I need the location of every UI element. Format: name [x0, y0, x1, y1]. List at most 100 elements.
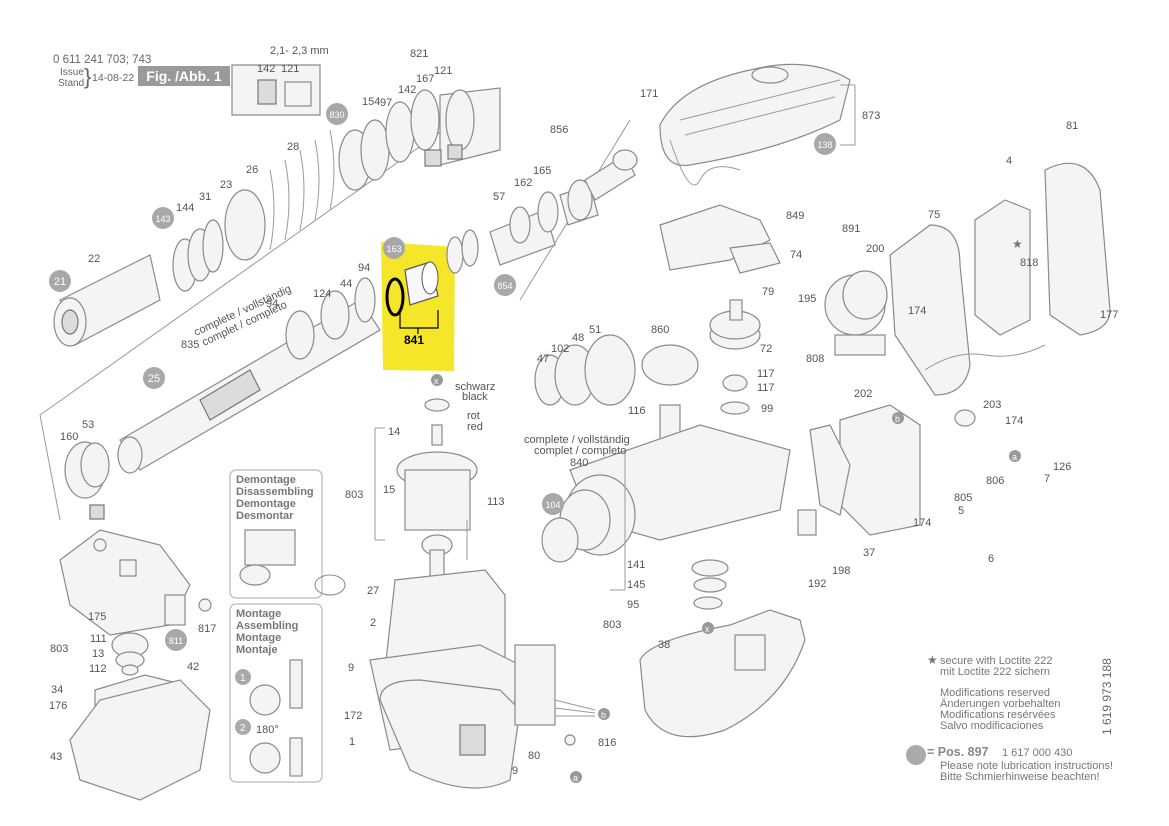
callout-195: 195 — [798, 293, 816, 305]
handle-assembly — [797, 162, 1111, 536]
callout-835: 835 — [181, 339, 199, 351]
svg-text:b: b — [601, 710, 606, 720]
svg-text:21: 21 — [54, 276, 66, 288]
callout-9a: 9 — [348, 662, 354, 674]
callout-95: 95 — [627, 599, 639, 611]
callout-72: 72 — [760, 343, 772, 355]
chuck-assembly — [39, 64, 501, 521]
callout-203: 203 — [983, 399, 1001, 411]
lube-text-en: Please note lubrication instructions! — [940, 760, 1114, 772]
montage-box: Montage Assembling Montage Montaje 1 2 1… — [229, 603, 323, 783]
callout-113: 113 — [487, 496, 505, 508]
callout-80: 80 — [528, 750, 540, 762]
callout-142b: 142 — [398, 84, 416, 96]
loctite-note-de: mit Loctite 222 sichern — [940, 666, 1051, 678]
loctite-star-marker: ★ — [1012, 237, 1023, 251]
circle-callout-104: 104 — [542, 493, 564, 515]
svg-text:x: x — [705, 624, 710, 634]
svg-text:Assembling: Assembling — [236, 620, 298, 632]
circle-callout-811: 811 — [165, 629, 187, 651]
highlight-area — [381, 242, 455, 371]
lube-circle-icon — [906, 745, 926, 765]
part-841 — [385, 261, 439, 334]
callout-849: 849 — [786, 210, 804, 222]
callout-176: 176 — [49, 700, 67, 712]
callout-38: 38 — [658, 639, 670, 651]
callout-124: 124 — [313, 288, 331, 300]
modifications-en: Modifications reserved — [940, 687, 1051, 699]
circle-callout-163: 163 — [383, 237, 405, 259]
callout-860: 860 — [651, 324, 669, 336]
callout-47: 47 — [537, 353, 549, 365]
label-complet-2: complet / completo — [534, 445, 626, 457]
issue-label: Issue — [60, 67, 84, 78]
marker-b-1: b — [892, 412, 904, 424]
svg-text:Demontage: Demontage — [236, 474, 296, 486]
callout-13: 13 — [92, 648, 104, 660]
svg-text:Montage: Montage — [236, 632, 281, 644]
callout-818: 818 — [1020, 257, 1038, 269]
label-complete-2: complete / vollständig — [524, 434, 630, 446]
svg-text:x: x — [434, 376, 439, 386]
callout-116: 116 — [628, 405, 646, 417]
callout-821: 821 — [410, 48, 428, 60]
svg-text:854: 854 — [497, 281, 512, 291]
callout-81: 81 — [1066, 120, 1078, 132]
callout-174b: 174 — [1005, 415, 1023, 427]
callout-51: 51 — [589, 324, 601, 336]
callout-1: 1 — [349, 736, 355, 748]
svg-text:143: 143 — [155, 214, 170, 224]
svg-text:2: 2 — [240, 723, 246, 734]
circle-callout-25: 25 — [143, 367, 165, 389]
callout-817: 817 — [198, 623, 216, 635]
marker-b-2: b — [598, 708, 610, 720]
callout-171: 171 — [640, 88, 658, 100]
callout-44: 44 — [340, 278, 352, 290]
piston-assembly — [446, 119, 638, 301]
svg-text:104: 104 — [545, 500, 560, 510]
brush-holder-assembly — [59, 529, 212, 801]
circle-callout-21: 21 — [49, 270, 71, 292]
callout-94b: 94 — [266, 298, 278, 310]
label-rot: rot — [467, 410, 480, 422]
modifications-de: Änderungen vorbehalten — [940, 698, 1061, 710]
callout-48: 48 — [572, 332, 584, 344]
callout-840: 840 — [570, 457, 588, 469]
svg-text:Demontage: Demontage — [236, 498, 296, 510]
callout-117a: 117 — [757, 368, 775, 380]
lube-text-de: Bitte Schmierhinweise beachten! — [940, 771, 1100, 783]
svg-text:138: 138 — [817, 140, 832, 150]
callout-5: 5 — [958, 505, 964, 517]
demontage-box: Demontage Disassembling Demontage Desmon… — [229, 469, 346, 599]
callout-74: 74 — [790, 249, 802, 261]
svg-text:1: 1 — [240, 673, 246, 684]
callout-112: 112 — [89, 663, 107, 675]
svg-text:25: 25 — [148, 373, 160, 385]
callout-174a: 174 — [908, 305, 926, 317]
gear-housing — [534, 204, 791, 610]
callout-198: 198 — [832, 565, 850, 577]
callout-53: 53 — [82, 419, 94, 431]
label-black: black — [462, 391, 488, 403]
callout-154: 154 — [362, 96, 380, 108]
callout-803b: 803 — [603, 619, 621, 631]
loctite-note-en: secure with Loctite 222 — [940, 655, 1053, 667]
document-number: 1 619 973 188 — [1100, 658, 1114, 735]
callout-34: 34 — [51, 684, 63, 696]
callout-27: 27 — [367, 585, 379, 597]
callout-126: 126 — [1053, 461, 1071, 473]
callout-2: 2 — [370, 617, 376, 629]
label-schwarz: schwarz — [455, 381, 495, 393]
switch — [514, 644, 596, 746]
callout-808: 808 — [806, 353, 824, 365]
callout-856: 856 — [550, 124, 568, 136]
callout-873: 873 — [862, 110, 880, 122]
callout-4: 4 — [1006, 155, 1012, 167]
callout-803c: 803 — [50, 643, 68, 655]
callout-816: 816 — [598, 737, 616, 749]
callout-144: 144 — [176, 202, 194, 214]
svg-text:Desmontar: Desmontar — [236, 510, 294, 522]
circle-callout-138: 138 — [814, 133, 836, 155]
lube-number: 1 617 000 430 — [1002, 747, 1073, 759]
callout-177: 177 — [1100, 309, 1118, 321]
